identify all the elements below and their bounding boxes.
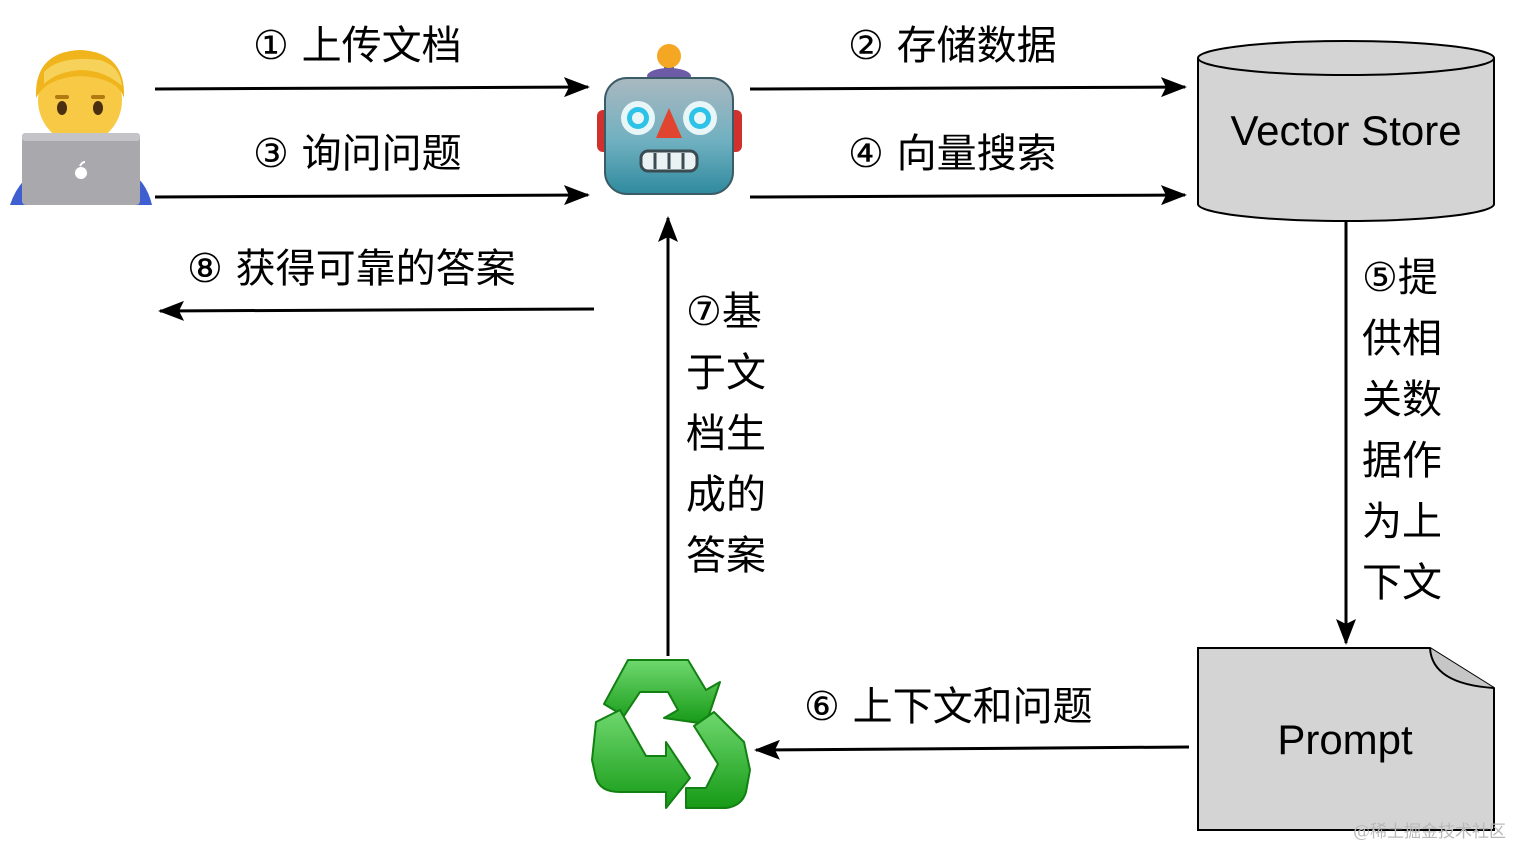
recycle-icon — [591, 659, 751, 809]
vector-store-node: Vector Store — [1197, 40, 1495, 222]
arrow-prompt — [754, 739, 1190, 760]
arrow-answer — [158, 300, 595, 321]
label-step1: ① 上传文档 — [253, 23, 462, 69]
prompt-label: Prompt — [1277, 716, 1413, 763]
label-step6: ⑥ 上下文和问题 — [804, 684, 1093, 730]
label-step5: ⑤提供相关数据作为上下文 — [1362, 255, 1442, 606]
prompt-node: Prompt — [1197, 647, 1495, 831]
arrow-search — [749, 185, 1187, 206]
user-with-laptop-icon — [10, 50, 152, 205]
label-step8: ⑧ 获得可靠的答案 — [187, 246, 516, 292]
robot-icon — [597, 44, 742, 195]
watermark: @稀土掘金技术社区 — [1353, 822, 1506, 842]
vector-store-label: Vector Store — [1230, 107, 1461, 154]
label-step2: ② 存储数据 — [848, 23, 1057, 69]
arrow-store — [749, 77, 1187, 98]
label-step3: ③ 询问问题 — [253, 131, 462, 177]
label-step4: ④ 向量搜索 — [848, 131, 1057, 177]
label-step7: ⑦基于文档生成的答案 — [686, 289, 766, 579]
arrow-upload — [154, 77, 590, 98]
arrow-ask — [154, 185, 590, 206]
